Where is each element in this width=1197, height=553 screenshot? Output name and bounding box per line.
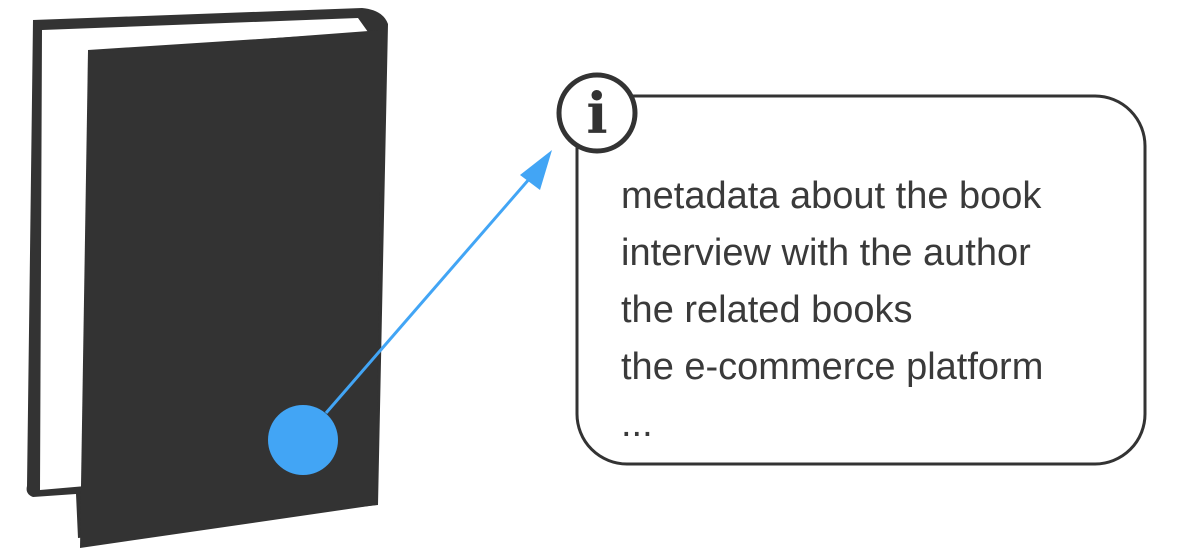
info-item-ecommerce: the e-commerce platform (621, 346, 1044, 388)
connector-arrow-head (520, 150, 552, 190)
book-illustration (26, 8, 388, 548)
connector-arrow-line (324, 169, 539, 414)
book-pages (40, 18, 368, 490)
book-hotspot[interactable] (268, 405, 338, 475)
info-item-related-books: the related books (621, 289, 913, 331)
info-item-metadata: metadata about the book (621, 175, 1042, 217)
info-item-more: ... (621, 403, 653, 445)
info-item-interview: interview with the author (621, 232, 1031, 274)
info-list: metadata about the book interview with t… (621, 168, 1043, 453)
book-front-cover (80, 30, 382, 548)
info-icon[interactable]: i (556, 72, 638, 154)
info-icon-glyph: i (586, 81, 607, 147)
info-panel (575, 94, 1147, 466)
